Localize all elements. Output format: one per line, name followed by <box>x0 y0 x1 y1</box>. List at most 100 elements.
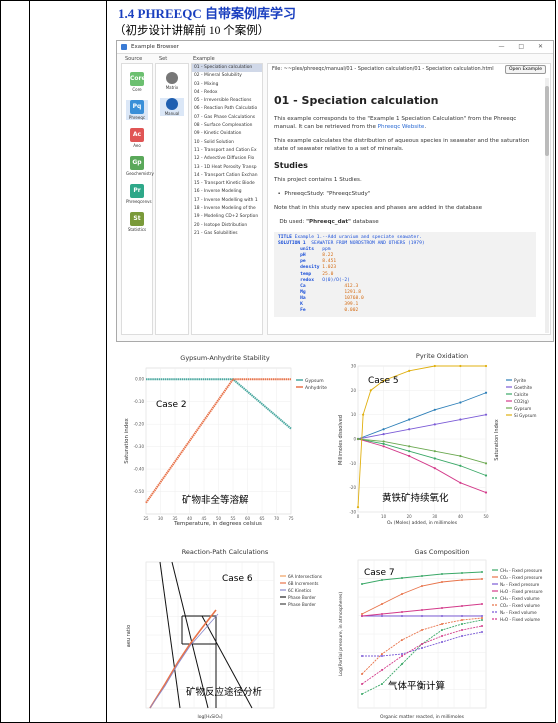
x-tick-label: 40 <box>187 516 193 521</box>
window-title: Example Browser <box>131 44 179 50</box>
data-point <box>461 629 463 631</box>
data-point <box>459 454 462 458</box>
example-list-item[interactable]: 19 - Modeling CD+2 Sorption <box>194 214 259 220</box>
data-point <box>481 631 483 633</box>
example-list-item[interactable]: 03 - Mixing <box>194 81 219 87</box>
data-point <box>401 639 403 641</box>
example-list-item[interactable]: 18 - Inverse Modeling of the <box>194 206 256 212</box>
example-list-item[interactable]: 20 - Isotope Distribution <box>194 222 248 228</box>
example-list-item[interactable]: 06 - Reaction Path Calculatio <box>194 106 258 112</box>
study-bullet: • PhreeqcStudy: "PhreeqcStudy" <box>274 191 371 197</box>
data-point <box>421 643 423 645</box>
data-point <box>381 655 383 657</box>
data-point <box>408 450 411 453</box>
example-document: 01 - Speciation calculation This example… <box>274 94 536 318</box>
section-subheading: （初步设计讲解前 10 个案例） <box>114 25 270 37</box>
data-point <box>401 611 403 613</box>
example-list-item[interactable]: 07 - Gas Phase Calculations <box>194 114 256 120</box>
data-point <box>408 369 411 372</box>
app-icon <box>121 44 127 50</box>
data-point <box>433 457 436 460</box>
data-point <box>361 673 363 675</box>
set-label: Matrix <box>165 85 179 90</box>
data-point <box>484 462 488 465</box>
data-point <box>461 615 463 617</box>
example-list-item[interactable]: 13 - 1D Heat Porosity Transp <box>194 164 257 170</box>
data-point <box>361 583 363 585</box>
example-list-item[interactable]: 08 - Surface Complexation <box>194 123 253 129</box>
set-item[interactable]: Matrix <box>160 72 184 90</box>
gas-composition-chart: Gas Composition Organic matter reacted, … <box>332 544 552 720</box>
legend-entry: Si Gypsum <box>514 413 536 418</box>
example-list-item[interactable]: 17 - Inverse Modelling with 1 <box>194 197 258 203</box>
legend-gypsum: Gypsum <box>305 378 324 384</box>
series-line <box>357 438 487 493</box>
data-point <box>381 615 383 617</box>
example-list-item[interactable]: 02 - Mineral Solubility <box>194 73 242 79</box>
data-point <box>421 585 423 587</box>
window-controls[interactable]: — □ ✕ <box>498 43 549 50</box>
phreeqc-website-link[interactable]: Phreeqc Website <box>377 124 425 130</box>
code-line: Ca 412.3 <box>278 283 359 289</box>
preview-scrollbar[interactable] <box>545 78 549 333</box>
example-list-item[interactable]: 14 - Transport Cation Exchan <box>194 172 258 178</box>
chart-caption: 矿物非全等溶解 <box>182 495 249 506</box>
data-point <box>433 423 436 426</box>
example-list-item[interactable]: 12 - Advective Diffusion Flo <box>194 156 255 162</box>
data-point <box>362 413 365 416</box>
set-item[interactable]: Manual <box>160 98 184 116</box>
x-tick-label: 35 <box>172 516 178 521</box>
example-list-item[interactable]: 04 - Redox <box>194 89 218 95</box>
example-list-item[interactable]: 05 - Irreversible Reactions <box>194 98 252 104</box>
example-list-item[interactable]: 10 - Solid Solution <box>194 139 234 145</box>
example-list-item[interactable]: 09 - Kinetic Oxidation <box>194 131 242 137</box>
data-point <box>481 615 483 617</box>
example-list-item[interactable]: 11 - Transport and Cation Ex <box>194 147 257 153</box>
data-point <box>382 428 385 431</box>
legend-entry: 6A Intersections <box>288 574 322 579</box>
example-list-item[interactable]: 21 - Gas Solubilities <box>194 230 238 236</box>
data-point <box>361 615 363 617</box>
data-point <box>481 603 483 605</box>
chart-caption: 黄铁矿持续氧化 <box>382 493 449 504</box>
data-point <box>441 581 443 583</box>
data-point <box>441 623 443 625</box>
y-axis-label: Log(Partial pressure, in atmospheres) <box>338 592 344 677</box>
file-path: File: ~~ples/phreeqc/manual/01 - Speciat… <box>272 66 494 72</box>
data-point <box>356 437 360 441</box>
y-tick-label: -0.30 <box>134 444 145 449</box>
code-line: Mg 1291.8 <box>278 289 361 295</box>
example-list-item[interactable]: 16 - Inverse Modeling <box>194 189 242 195</box>
code-line: pH 8.22 <box>278 253 334 259</box>
data-point <box>381 579 383 581</box>
example-list-item[interactable]: 15 - Transport Kinetic Biode <box>194 181 255 187</box>
code-line: pe 8.451 <box>278 259 337 265</box>
open-example-button[interactable]: Open Example <box>505 65 546 74</box>
data-point <box>459 464 462 467</box>
y-tick-label: 30 <box>351 364 357 369</box>
source-label: Statistics <box>127 227 147 232</box>
source-icon: Pr <box>130 184 144 198</box>
example-list-item[interactable]: 01 - Speciation calculation <box>192 64 262 73</box>
kinetics-series <box>149 613 219 709</box>
legend-entry: Calcite <box>514 392 529 397</box>
source-label: Geochemistry <box>126 171 154 176</box>
reaction-path-series <box>149 609 217 709</box>
data-point <box>382 379 385 382</box>
code-line: Fe 0.002 <box>278 308 359 314</box>
y-axis-label: Millimoles dissolved <box>338 415 344 465</box>
example-column-label: Example <box>193 56 215 62</box>
data-point <box>421 609 423 611</box>
y-tick-label: -20 <box>349 485 356 490</box>
data-point <box>441 607 443 609</box>
